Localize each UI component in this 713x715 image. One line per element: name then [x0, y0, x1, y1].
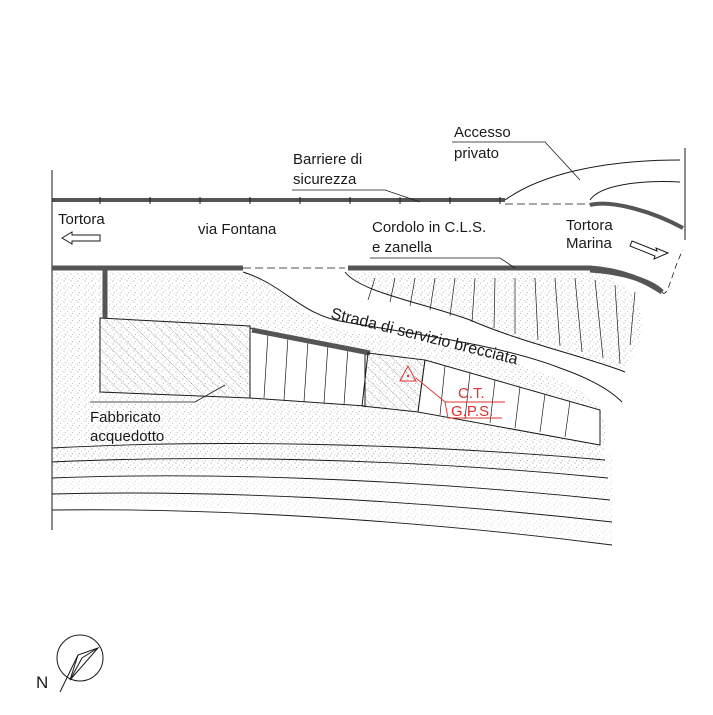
- label-street: via Fontana: [198, 221, 277, 238]
- label-benchmark-line1: C.T.: [458, 385, 485, 402]
- label-north: N: [36, 673, 48, 692]
- survey-triangle-icon: [399, 364, 417, 382]
- label-barrier-line2: sicurezza: [293, 171, 357, 188]
- contour-lines: [51, 443, 613, 546]
- hatched-block: [361, 352, 426, 413]
- label-building-line1: Fabbricato: [90, 409, 161, 426]
- private-access-road: [504, 159, 681, 201]
- wall-segment-middle: [251, 327, 371, 356]
- road-lower-edge-east: [661, 249, 684, 294]
- label-barrier-line1: Barriere di: [293, 151, 362, 168]
- compass-rose-icon: [56, 634, 104, 693]
- road-via-fontana: [52, 200, 642, 266]
- private-access-road-inner: [589, 181, 681, 201]
- label-access-line1: Accesso: [454, 124, 511, 141]
- terrain-area-east: [345, 272, 643, 370]
- slope-hatch-east: [367, 277, 636, 365]
- building-acquedotto: [99, 317, 251, 399]
- slope-band-east: [417, 359, 601, 446]
- label-curb-line1: Cordolo in C.L.S.: [372, 219, 486, 236]
- label-right-direction-line2: Marina: [566, 235, 613, 252]
- slope-hatch-lower: [439, 365, 571, 438]
- service-road-surface: [243, 272, 625, 400]
- service-road-edge-south: [242, 271, 623, 403]
- label-right-direction-line1: Tortora: [566, 217, 613, 234]
- survey-point-dot: [406, 374, 410, 378]
- terrain-area-south: [52, 442, 612, 545]
- east-curb-upper: [589, 201, 684, 230]
- arrow-left-icon: [61, 231, 101, 245]
- label-benchmark-line2: G.P.S.: [451, 403, 493, 420]
- label-building-line2: acquedotto: [90, 428, 164, 445]
- slope-hatch-middle: [263, 332, 349, 406]
- label-access-line2: privato: [454, 145, 499, 162]
- east-curb-lower: [589, 267, 664, 294]
- arrow-right-icon: [629, 240, 670, 260]
- label-left-direction: Tortora: [58, 211, 105, 228]
- leader-lines: [90, 141, 581, 403]
- benchmark-leader: [415, 377, 505, 419]
- barrier-post-ticks: [99, 197, 501, 204]
- label-curb-line2: e zanella: [372, 239, 433, 256]
